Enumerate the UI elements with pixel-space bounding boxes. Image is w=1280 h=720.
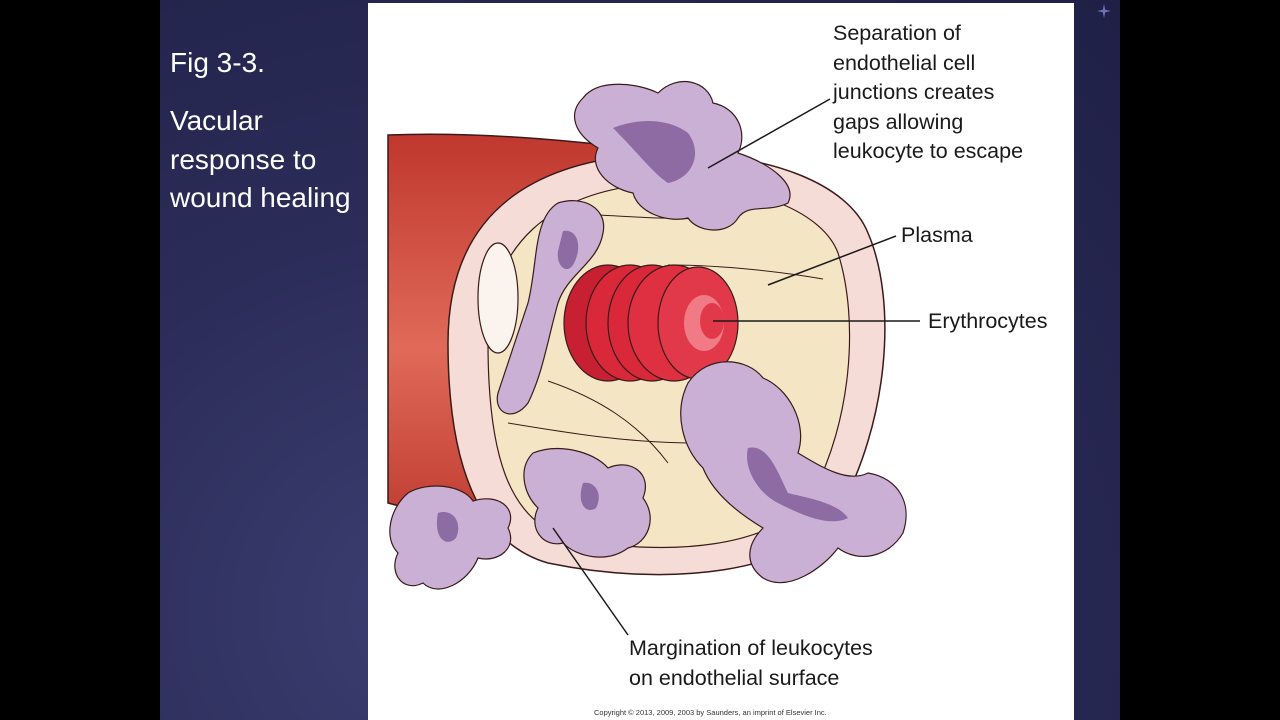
label-plasma: Plasma [901, 223, 973, 247]
leader-separation [707, 98, 831, 169]
leader-plasma [767, 235, 897, 286]
sparkle-icon [1097, 4, 1111, 18]
vessel-diagram: Separation of endothelial cell junctions… [368, 3, 1074, 720]
erythrocytes [563, 264, 739, 382]
label-erythrocytes: Erythrocytes [928, 309, 1048, 333]
slide-title: Fig 3-3. [170, 47, 265, 78]
vessel-illustration [387, 80, 920, 636]
label-margination: Margination of leukocytes on endothelial… [629, 636, 873, 690]
label-separation: Separation of endothelial cell junctions… [833, 21, 1024, 163]
endothelial-nucleus [477, 242, 519, 354]
slide-subtitle: Vacular response to wound healing [170, 105, 351, 213]
leader-margination [552, 527, 629, 636]
copyright-notice: Copyright © 2013, 2009, 2003 by Saunders… [594, 708, 827, 717]
slide: Fig 3-3. Vacular response to wound heali… [160, 0, 1120, 720]
leukocyte-lower-right [680, 361, 907, 584]
